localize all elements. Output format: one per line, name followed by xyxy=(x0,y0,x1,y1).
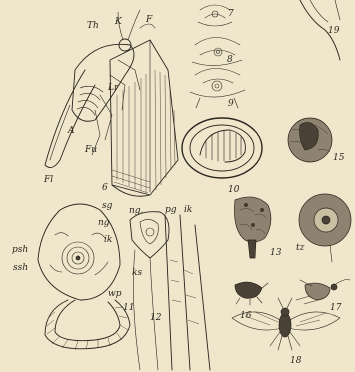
figure-number-13: 13 xyxy=(270,248,282,258)
label-wp: wp xyxy=(108,289,122,299)
label-ng: ng xyxy=(98,218,110,228)
figure-tz xyxy=(299,194,351,262)
figure-18 xyxy=(232,298,340,350)
label-lr: Lr xyxy=(107,83,119,93)
figure-9 xyxy=(190,69,245,109)
figure-number-15: 15 xyxy=(333,153,345,163)
label-ik: ik xyxy=(104,235,112,245)
figure-number-17: 17 xyxy=(330,303,342,313)
figure-13 xyxy=(234,197,270,258)
label-f: F xyxy=(145,15,153,25)
label-ng-fig12: ng. xyxy=(129,206,144,216)
figure-number-8: 8 xyxy=(227,55,233,65)
figure-16 xyxy=(235,282,268,305)
label-tz: tz xyxy=(296,243,305,253)
figure-11 xyxy=(38,204,130,350)
figure-number-18: 18 xyxy=(290,356,302,366)
figure-7 xyxy=(198,5,232,26)
figure-number-11: 11 xyxy=(123,303,134,313)
figure-10 xyxy=(182,118,262,178)
label-pg: pg xyxy=(165,205,177,215)
label-psh: psh xyxy=(12,245,28,255)
figure-15 xyxy=(288,118,332,162)
figure-8 xyxy=(192,38,242,66)
figure-number-19: 19 xyxy=(328,26,340,36)
label-ssh: ssh xyxy=(13,263,28,273)
figure-number-16: 16 xyxy=(240,311,252,321)
figure-numbers: 6 7 8 9 10 11 12 13 15 16 17 18 19 xyxy=(102,9,345,366)
figure-number-7: 7 xyxy=(228,9,234,19)
label-a: A xyxy=(67,126,75,136)
figure-number-12: 12 xyxy=(150,313,162,323)
figure-number-10: 10 xyxy=(228,185,240,195)
label-ks: ks xyxy=(132,268,142,278)
label-sg: sg xyxy=(102,201,113,211)
label-k: K xyxy=(114,17,123,27)
figure-6 xyxy=(45,10,178,196)
label-fu: Fu xyxy=(84,145,97,155)
label-th: Th xyxy=(87,21,99,31)
label-fl: Fl xyxy=(43,175,53,185)
figure-12 xyxy=(130,212,210,370)
figure-number-6: 6 xyxy=(102,183,108,193)
figure-number-9: 9 xyxy=(228,99,234,109)
label-ik-fig12: ik xyxy=(184,205,192,215)
figure-17 xyxy=(296,280,350,305)
